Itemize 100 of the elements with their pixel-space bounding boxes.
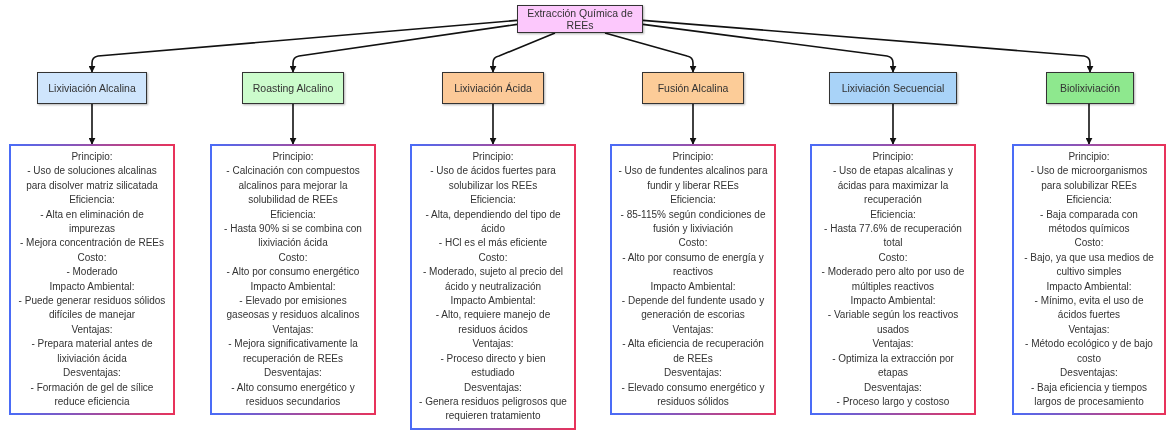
detail-text: - Optimiza la extracción por etapas [831, 351, 955, 381]
detail-text: - Puede generar residuos sólidos difíciles de manejar [17, 294, 167, 323]
detail-card [810, 144, 976, 416]
detail-card [9, 144, 175, 416]
detail-text: - Uso de soluciones alcalinas para disolver matriz silicatada [25, 164, 159, 193]
method-box [829, 72, 957, 104]
detail-text: - Mínimo, evita el uso de ácidos fuertes [1033, 294, 1145, 323]
detail-text: Principio: [872, 150, 914, 164]
arrow [604, 32, 697, 73]
detail-text: - Bajo, ya que usa medios de cultivo simples [1023, 250, 1155, 280]
detail-text: Desventajas: [264, 366, 322, 381]
detail-text: Ventajas: [472, 337, 514, 352]
detail-text: Eficiencia: [870, 207, 916, 222]
detail-text: - Mejora significativamente la recuperación de REEs [227, 337, 359, 366]
detail-text: Desventajas: [464, 380, 522, 395]
detail-text: Principio: [672, 150, 714, 164]
detail-text: - Uso de etapas alcalinas y ácidas para maximizar la recuperación [831, 164, 955, 208]
detail-text: Ventajas: [71, 322, 113, 337]
detail-text: Ventajas: [1068, 322, 1110, 337]
method-box [642, 72, 744, 104]
method-box [1046, 72, 1134, 104]
detail-text: - Formación de gel de sílice reduce eficiencia [29, 380, 155, 409]
detail-text: Impacto Ambiental: [1046, 279, 1132, 294]
arrow [489, 103, 497, 145]
detail-text: Principio: [71, 150, 113, 164]
arrow [689, 103, 697, 145]
detail-text: - Variable según los reactivos usados [826, 308, 960, 337]
box-title: Lixiviación Alcalina [48, 82, 136, 94]
detail-text: Impacto Ambiental: [850, 294, 936, 309]
detail-text: - Moderado pero alto por uso de múltiples reactivos [820, 265, 966, 294]
box-title: Biolixiviación [1059, 82, 1121, 94]
detail-card [610, 144, 776, 416]
detail-text: - Genera residuos peligrosos que requieren tratamiento [418, 394, 568, 424]
detail-text: - Alto por consumo de energía y reactivos [621, 250, 765, 280]
arrow [489, 32, 556, 73]
detail-text: Costo: [878, 250, 908, 265]
detail-text: - Hasta 77.6% de recuperación total [823, 222, 963, 251]
arrow [889, 103, 897, 145]
detail-card [410, 144, 576, 430]
detail-text: Impacto Ambiental: [49, 279, 135, 294]
detail-card [210, 144, 376, 416]
detail-text: - Alto, requiere manejo de residuos ácidos [434, 308, 552, 337]
detail-text: Impacto Ambiental: [650, 279, 736, 294]
arrow [289, 23, 518, 73]
detail-text: - Uso de ácidos fuertes para solubilizar los REEs [429, 164, 557, 193]
box-title: Fusión Alcalina [657, 82, 729, 94]
detail-text: - Método ecológico y de bajo costo [1024, 337, 1154, 366]
detail-text: - Baja comparada con métodos químicos [1039, 207, 1139, 237]
box-title: Lixiviación Secuencial [841, 82, 945, 94]
detail-text: Desventajas: [1060, 366, 1118, 381]
detail-text: - Calcinación con compuestos alcalinos para mejorar la solubilidad de REEs [225, 164, 361, 208]
detail-text: - Depende del fundente usado y generación de escorias [620, 294, 766, 323]
detail-text: - Baja eficiencia y tiempos largos de procesamiento [1029, 380, 1149, 409]
detail-text: Eficiencia: [1066, 193, 1112, 208]
detail-text: Ventajas: [272, 322, 314, 337]
detail-text: Desventajas: [664, 366, 722, 381]
arrow [289, 103, 297, 145]
arrow [88, 103, 96, 145]
detail-text: - Alto consumo energético y residuos secundarios [230, 380, 356, 409]
arrow [1085, 103, 1093, 145]
detail-text: - Hasta 90% si se combina con lixiviación ácida [223, 222, 363, 251]
detail-text: - Uso de fundentes alcalinos para fundir y liberar REEs [618, 164, 768, 193]
detail-text: Eficiencia: [470, 193, 516, 208]
detail-text: Impacto Ambiental: [450, 294, 536, 309]
box-title: Lixiviación Ácida [454, 82, 532, 94]
method-box [442, 72, 544, 104]
box-title: Roasting Alcalino [252, 82, 334, 94]
detail-text: - Moderado, sujeto al precio del ácido y neutralización [421, 265, 565, 294]
detail-text: - Proceso directo y bien estudiado [439, 351, 547, 381]
box-title: Extracción Química de REEs [526, 7, 634, 31]
detail-text: Eficiencia: [270, 207, 316, 222]
detail-text: - Moderado [66, 265, 118, 280]
detail-text: - Alto por consumo energético [226, 265, 360, 280]
detail-text: Costo: [678, 236, 708, 251]
root-box [517, 5, 643, 33]
detail-text: - Alta en eliminación de impurezas [39, 207, 145, 237]
method-box [242, 72, 344, 104]
detail-text: - Alta, dependiendo del tipo de ácido [424, 207, 562, 237]
detail-text: - Alta eficiencia de recuperación de REEs [621, 337, 765, 366]
detail-text: Principio: [272, 150, 314, 164]
detail-text: Costo: [1074, 236, 1104, 251]
detail-text: Desventajas: [864, 380, 922, 395]
detail-text: Desventajas: [63, 366, 121, 381]
detail-text: - 85-115% según condiciones de fusión y lixiviación [619, 207, 767, 237]
detail-text: Costo: [278, 250, 308, 265]
detail-text: - Elevado por emisiones gaseosas y residuos alcalinos [225, 294, 361, 323]
detail-text: - Elevado consumo energético y residuos sólidos [620, 380, 766, 409]
detail-text: Costo: [77, 250, 107, 265]
method-box [37, 72, 147, 104]
detail-text: Ventajas: [672, 322, 714, 337]
arrow [642, 23, 897, 73]
detail-text: Principio: [1068, 150, 1110, 164]
detail-text: - Prepara material antes de lixiviación ácida [30, 337, 154, 366]
detail-text: Principio: [472, 150, 514, 164]
arrow [88, 19, 518, 73]
detail-text: Eficiencia: [670, 193, 716, 208]
detail-card [1012, 144, 1166, 416]
detail-text: Eficiencia: [69, 193, 115, 208]
detail-text: - HCl es el más eficiente [438, 236, 548, 251]
detail-text: - Proceso largo y costoso [836, 394, 950, 409]
